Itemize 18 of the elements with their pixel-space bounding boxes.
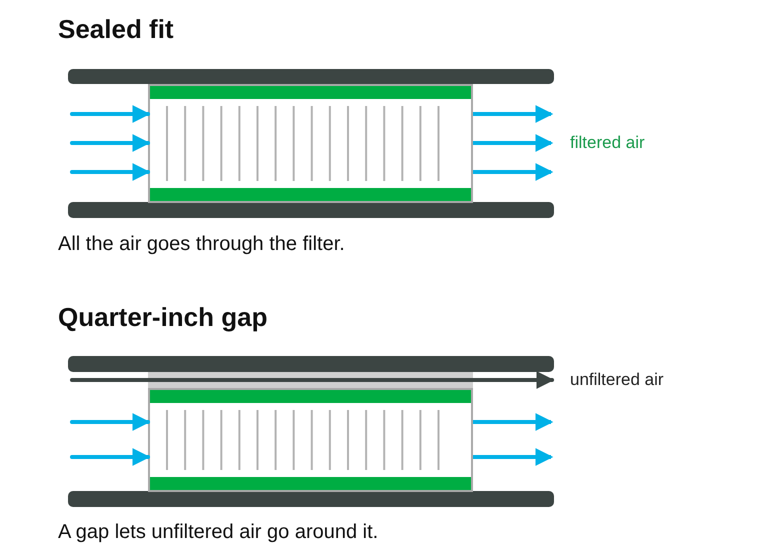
airflow-arrow (70, 134, 150, 152)
flow-label: filtered air (570, 133, 645, 153)
airflow-arrow (473, 448, 554, 466)
air-filter-drawing (148, 84, 473, 203)
section-heading: Sealed fit (58, 14, 174, 45)
airflow-arrow (473, 105, 554, 123)
flow-label: unfiltered air (570, 370, 664, 390)
airflow-arrow (473, 134, 554, 152)
airflow-arrow (473, 163, 554, 181)
caption-text: A gap lets unfiltered air go around it. (58, 521, 378, 544)
airflow-arrow (70, 448, 150, 466)
airflow-arrow (473, 413, 554, 431)
caption-text: All the air goes through the filter. (58, 233, 345, 256)
section-heading: Quarter-inch gap (58, 302, 268, 333)
air-filter-drawing (148, 388, 473, 492)
airflow-arrow (70, 163, 150, 181)
airflow-arrow (70, 105, 150, 123)
airflow-arrow (70, 413, 150, 431)
